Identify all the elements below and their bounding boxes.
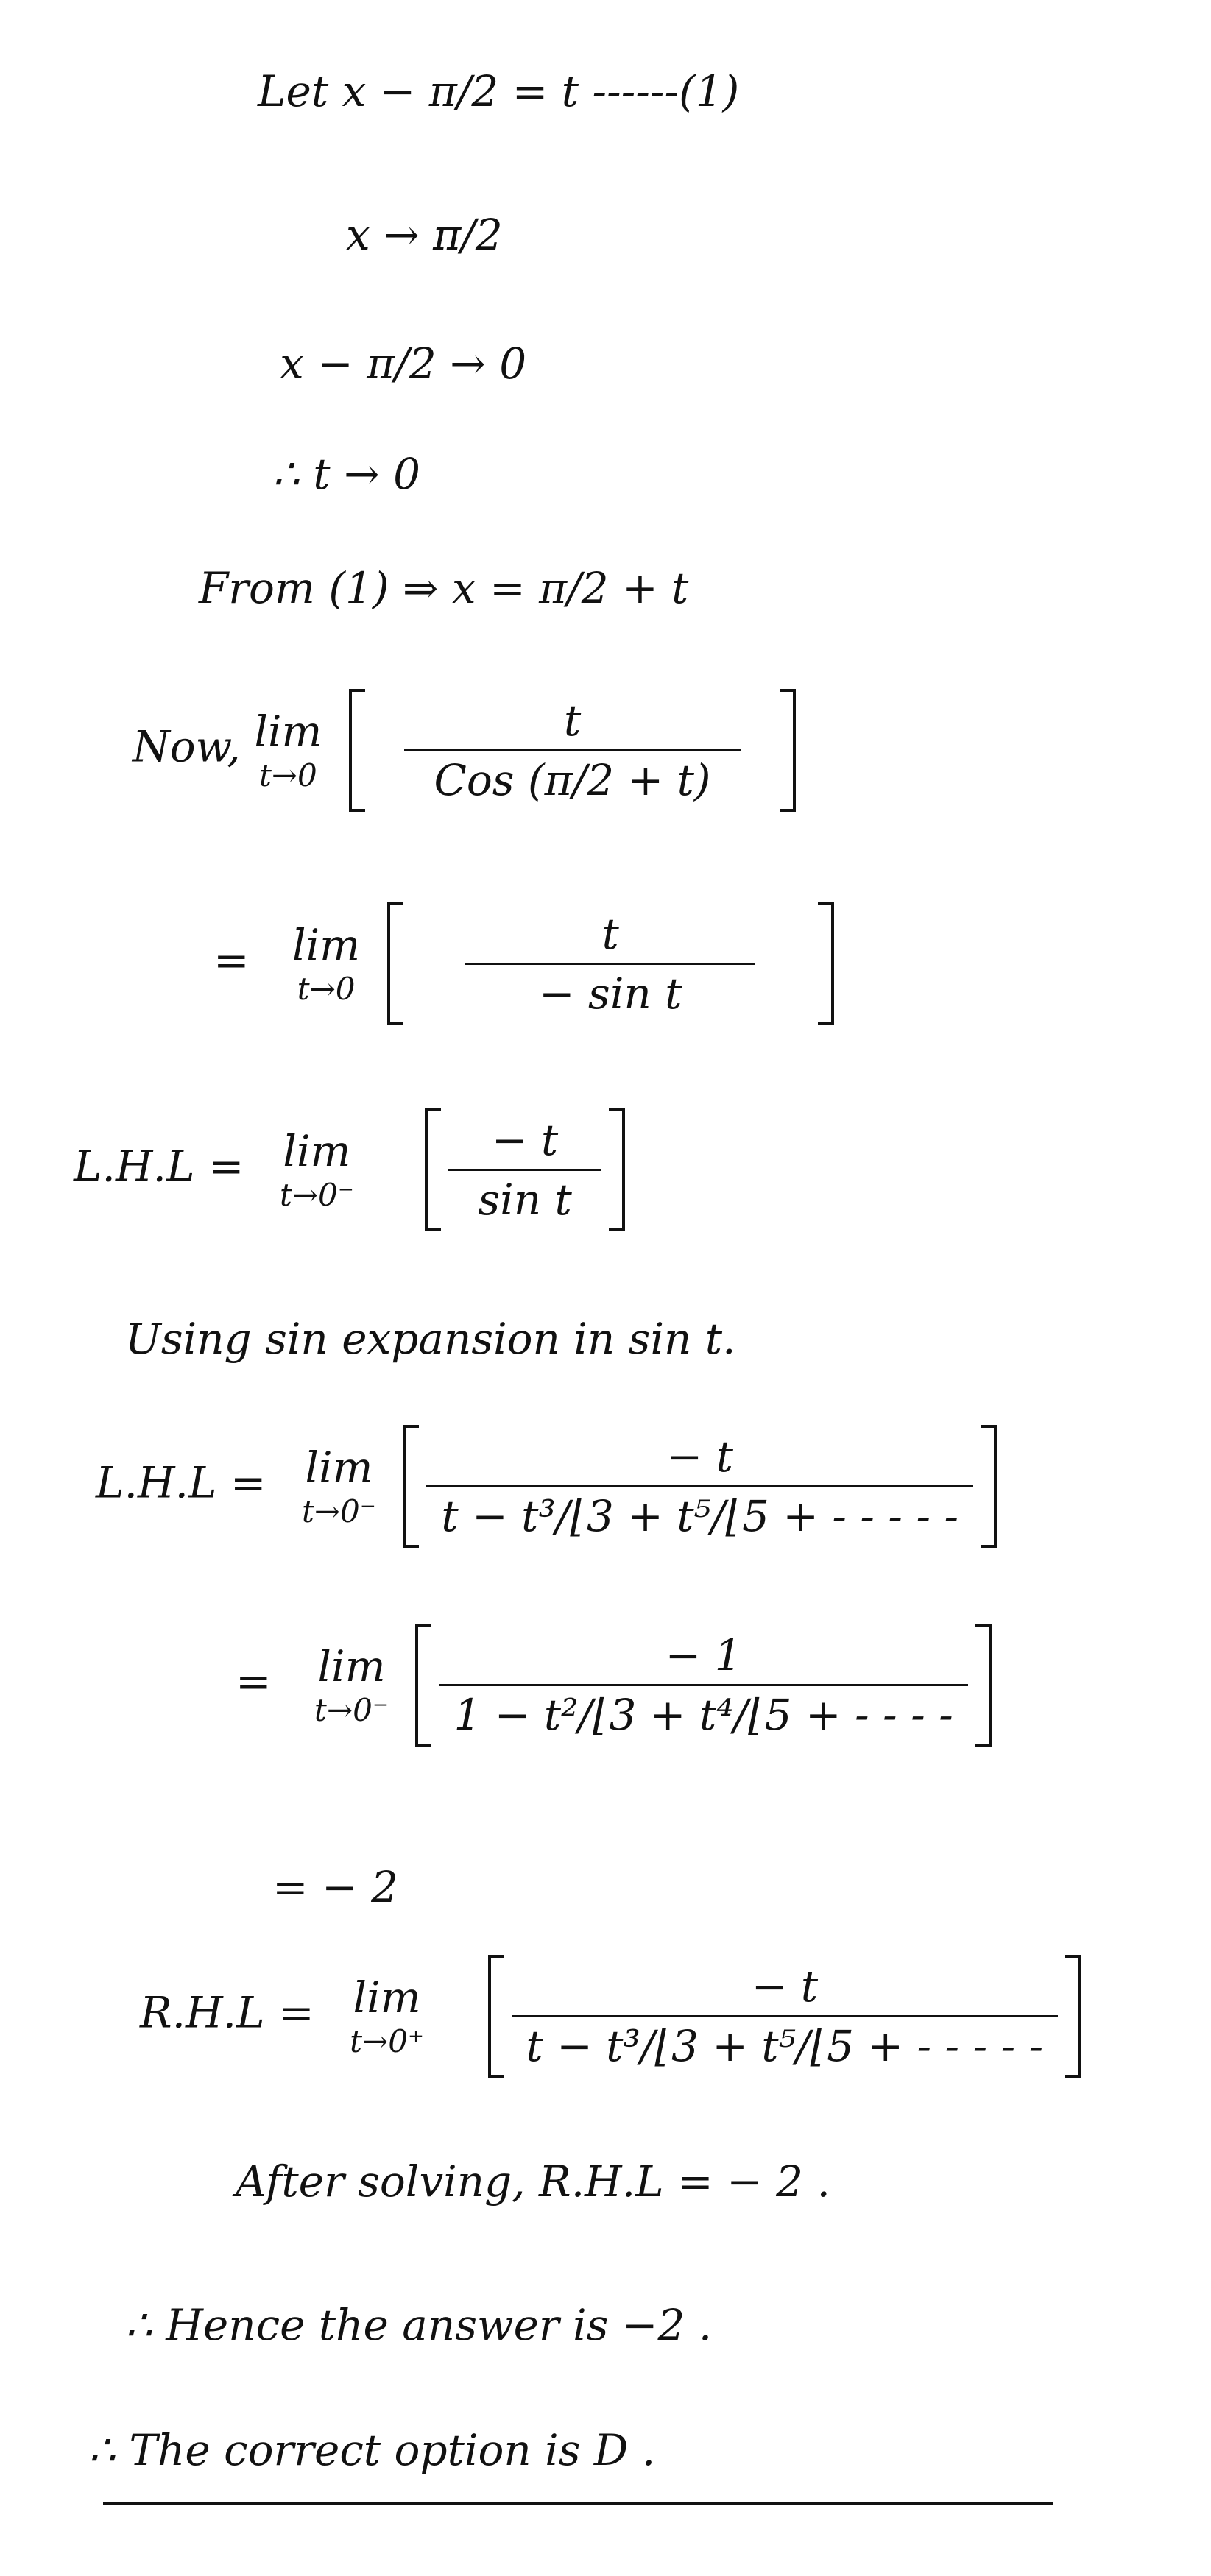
- t-approaches-line: ∴ t → 0: [272, 449, 421, 499]
- bracket-expression: − t sin t: [425, 1108, 626, 1231]
- bracket-expression: − t t − t³/⌊3 + t⁵/⌊5 + - - - - -: [403, 1425, 998, 1548]
- lim-text: lim: [317, 1641, 386, 1691]
- lim-subscript: t→0⁺: [350, 2023, 425, 2059]
- limit-operator: lim t→0⁻: [314, 1645, 389, 1726]
- fraction-denominator: 1 − t²/⌊3 + t⁴/⌊5 + - - - -: [439, 1684, 968, 1736]
- fraction: t − sin t: [411, 913, 811, 1015]
- fraction: − t t − t³/⌊3 + t⁵/⌊5 + - - - - -: [511, 1961, 1059, 2067]
- bracket-expression: − t t − t³/⌊3 + t⁵/⌊5 + - - - - -: [487, 1955, 1082, 2078]
- fraction: − t sin t: [448, 1119, 601, 1221]
- bracket-expression: − 1 1 − t²/⌊3 + t⁴/⌊5 + - - - -: [415, 1624, 992, 1747]
- equals-sign: =: [236, 1656, 272, 1707]
- lim-subscript: t→0: [258, 757, 317, 793]
- lim-text: lim: [254, 706, 322, 757]
- correct-option-line: ∴ The correct option is D .: [88, 2425, 656, 2475]
- fraction-numerator: t: [601, 909, 619, 959]
- difference-approaches-line: x − π/2 → 0: [280, 339, 527, 389]
- limit-operator: lim t→0: [292, 924, 360, 1005]
- lim-text: lim: [305, 1442, 373, 1493]
- substitution-line: Let x − π/2 = t ------(1): [258, 66, 740, 116]
- rhl-series-line: R.H.L = lim t→0⁺ − t t − t³/⌊3 + t⁵/⌊5 +…: [140, 1955, 1082, 2078]
- lim-subscript: t→0⁻: [314, 1691, 389, 1728]
- lhl-series-line: L.H.L = lim t→0⁻ − t t − t³/⌊3 + t⁵/⌊5 +…: [96, 1425, 998, 1548]
- rhl-label: R.H.L =: [140, 1987, 314, 2038]
- after-solving-line: After solving, R.H.L = − 2 .: [236, 2156, 830, 2207]
- lim-subscript: t→0⁻: [301, 1493, 376, 1529]
- limit-operator: lim t→0⁻: [302, 1446, 376, 1527]
- fraction-numerator: − t: [491, 1115, 559, 1165]
- bracket-expression: t − sin t: [386, 902, 835, 1025]
- fraction: − t t − t³/⌊3 + t⁵/⌊5 + - - - - -: [426, 1432, 974, 1538]
- fraction-denominator: sin t: [448, 1169, 601, 1221]
- fraction-denominator: t − t³/⌊3 + t⁵/⌊5 + - - - - -: [511, 2015, 1059, 2067]
- bottom-underline: [103, 2502, 1053, 2505]
- limit-operator: lim t→0⁻: [280, 1130, 354, 1211]
- fraction-denominator: − sin t: [465, 963, 756, 1015]
- limit-operator: lim t→0⁺: [350, 1976, 424, 2057]
- lim-subscript: t→0⁻: [279, 1176, 354, 1213]
- lim-subscript: t→0: [297, 970, 356, 1007]
- bracket-expression: t Cos (π/2 + t): [348, 689, 797, 812]
- from-equation-line: From (1) ⇒ x = π/2 + t: [199, 563, 689, 613]
- lhl-label: L.H.L =: [96, 1457, 266, 1508]
- fraction-numerator: t: [563, 696, 582, 746]
- hence-line: ∴ Hence the answer is −2 .: [125, 2300, 713, 2350]
- simplified-series-line: = lim t→0⁻ − 1 1 − t²/⌊3 + t⁴/⌊5 + - - -…: [236, 1624, 992, 1747]
- equals-sign: =: [213, 935, 250, 986]
- fraction-numerator: − t: [666, 1432, 733, 1482]
- fraction-denominator: t − t³/⌊3 + t⁵/⌊5 + - - - - -: [426, 1485, 974, 1538]
- fraction: − 1 1 − t²/⌊3 + t⁴/⌊5 + - - - -: [439, 1630, 968, 1736]
- expansion-note: Using sin expansion in sin t.: [125, 1314, 736, 1364]
- now-limit-line: Now, lim t→0 t Cos (π/2 + t): [133, 689, 797, 812]
- lim-text: lim: [353, 1972, 421, 2023]
- fraction-numerator: − 1: [665, 1630, 742, 1680]
- equals-limit-line: = lim t→0 t − sin t: [213, 902, 835, 1025]
- fraction-numerator: − t: [751, 1961, 819, 2011]
- x-approaches-line: x → π/2: [346, 210, 503, 260]
- lim-text: lim: [283, 1125, 351, 1176]
- lim-text: lim: [292, 919, 361, 970]
- fraction: t Cos (π/2 + t): [373, 699, 772, 802]
- lhl-label: L.H.L =: [74, 1141, 244, 1192]
- now-label: Now,: [133, 721, 241, 772]
- lhl-result: = − 2: [272, 1862, 398, 1912]
- lhl-limit-line: L.H.L = lim t→0⁻ − t sin t: [74, 1108, 626, 1231]
- fraction-denominator: Cos (π/2 + t): [404, 749, 741, 802]
- limit-operator: lim t→0: [254, 710, 322, 791]
